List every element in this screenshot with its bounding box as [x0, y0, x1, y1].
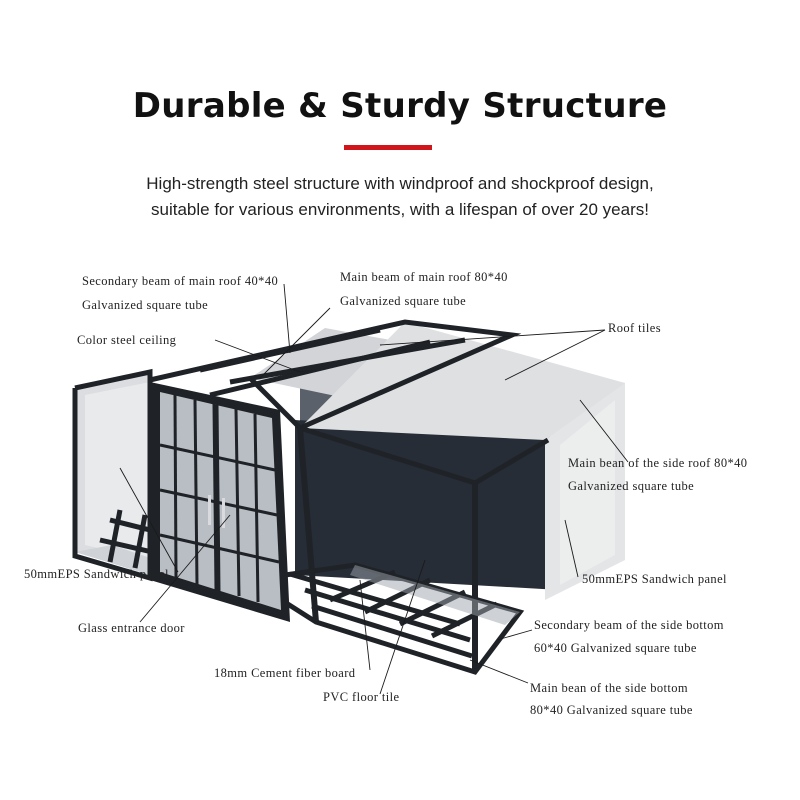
title-underline [344, 145, 432, 150]
door-handle-right [222, 498, 225, 528]
label-cement-fiber-board: 18mm Cement fiber board [214, 666, 356, 680]
label-main-beam-side-bottom-2: 80*40 Galvanized square tube [530, 703, 693, 717]
subtitle-line-1: High-strength steel structure with windp… [146, 174, 654, 193]
label-pvc-floor-tile: PVC floor tile [323, 690, 399, 704]
label-main-beam-main-roof-1: Main beam of main roof 80*40 [340, 270, 508, 284]
door-grid [159, 394, 280, 603]
label-secondary-beam-main-roof-1: Secondary beam of main roof 40*40 [82, 274, 278, 288]
label-secondary-beam-main-roof-2: Galvanized square tube [82, 298, 208, 312]
label-eps-panel-right: 50mmEPS Sandwich panel [582, 572, 727, 586]
label-roof-tiles: Roof tiles [608, 321, 661, 335]
label-secondary-beam-side-bottom-2: 60*40 Galvanized square tube [534, 641, 697, 655]
door-handle-left [208, 495, 211, 525]
subtitle-line-2: suitable for various environments, with … [151, 200, 649, 219]
roof-frame [149, 319, 550, 486]
label-glass-entrance-door: Glass entrance door [78, 621, 185, 635]
page-title: Durable & Sturdy Structure [132, 86, 668, 126]
label-color-steel-ceiling: Color steel ceiling [77, 333, 177, 347]
callout-labels: Secondary beam of main roof 40*40 Galvan… [24, 270, 747, 717]
interior-dark-wall [295, 420, 560, 590]
label-eps-panel-left: 50mmEPS Sandwich panel [24, 567, 169, 581]
label-main-beam-side-roof-1: Main bean of the side roof 80*40 [568, 456, 747, 470]
right-side-shade [560, 400, 615, 585]
label-main-beam-main-roof-2: Galvanized square tube [340, 294, 466, 308]
callout-leaders [119, 283, 629, 695]
label-main-beam-side-bottom-1: Main bean of the side bottom [530, 681, 688, 695]
left-room-side-panel [85, 382, 150, 560]
label-main-beam-side-roof-2: Galvanized square tube [568, 479, 694, 493]
glass-door [150, 382, 290, 622]
main-container [149, 319, 625, 675]
label-secondary-beam-side-bottom-1: Secondary beam of the side bottom [534, 618, 724, 632]
pvc-floor [350, 565, 520, 625]
vertical-posts [297, 427, 478, 672]
left-room [72, 368, 180, 582]
